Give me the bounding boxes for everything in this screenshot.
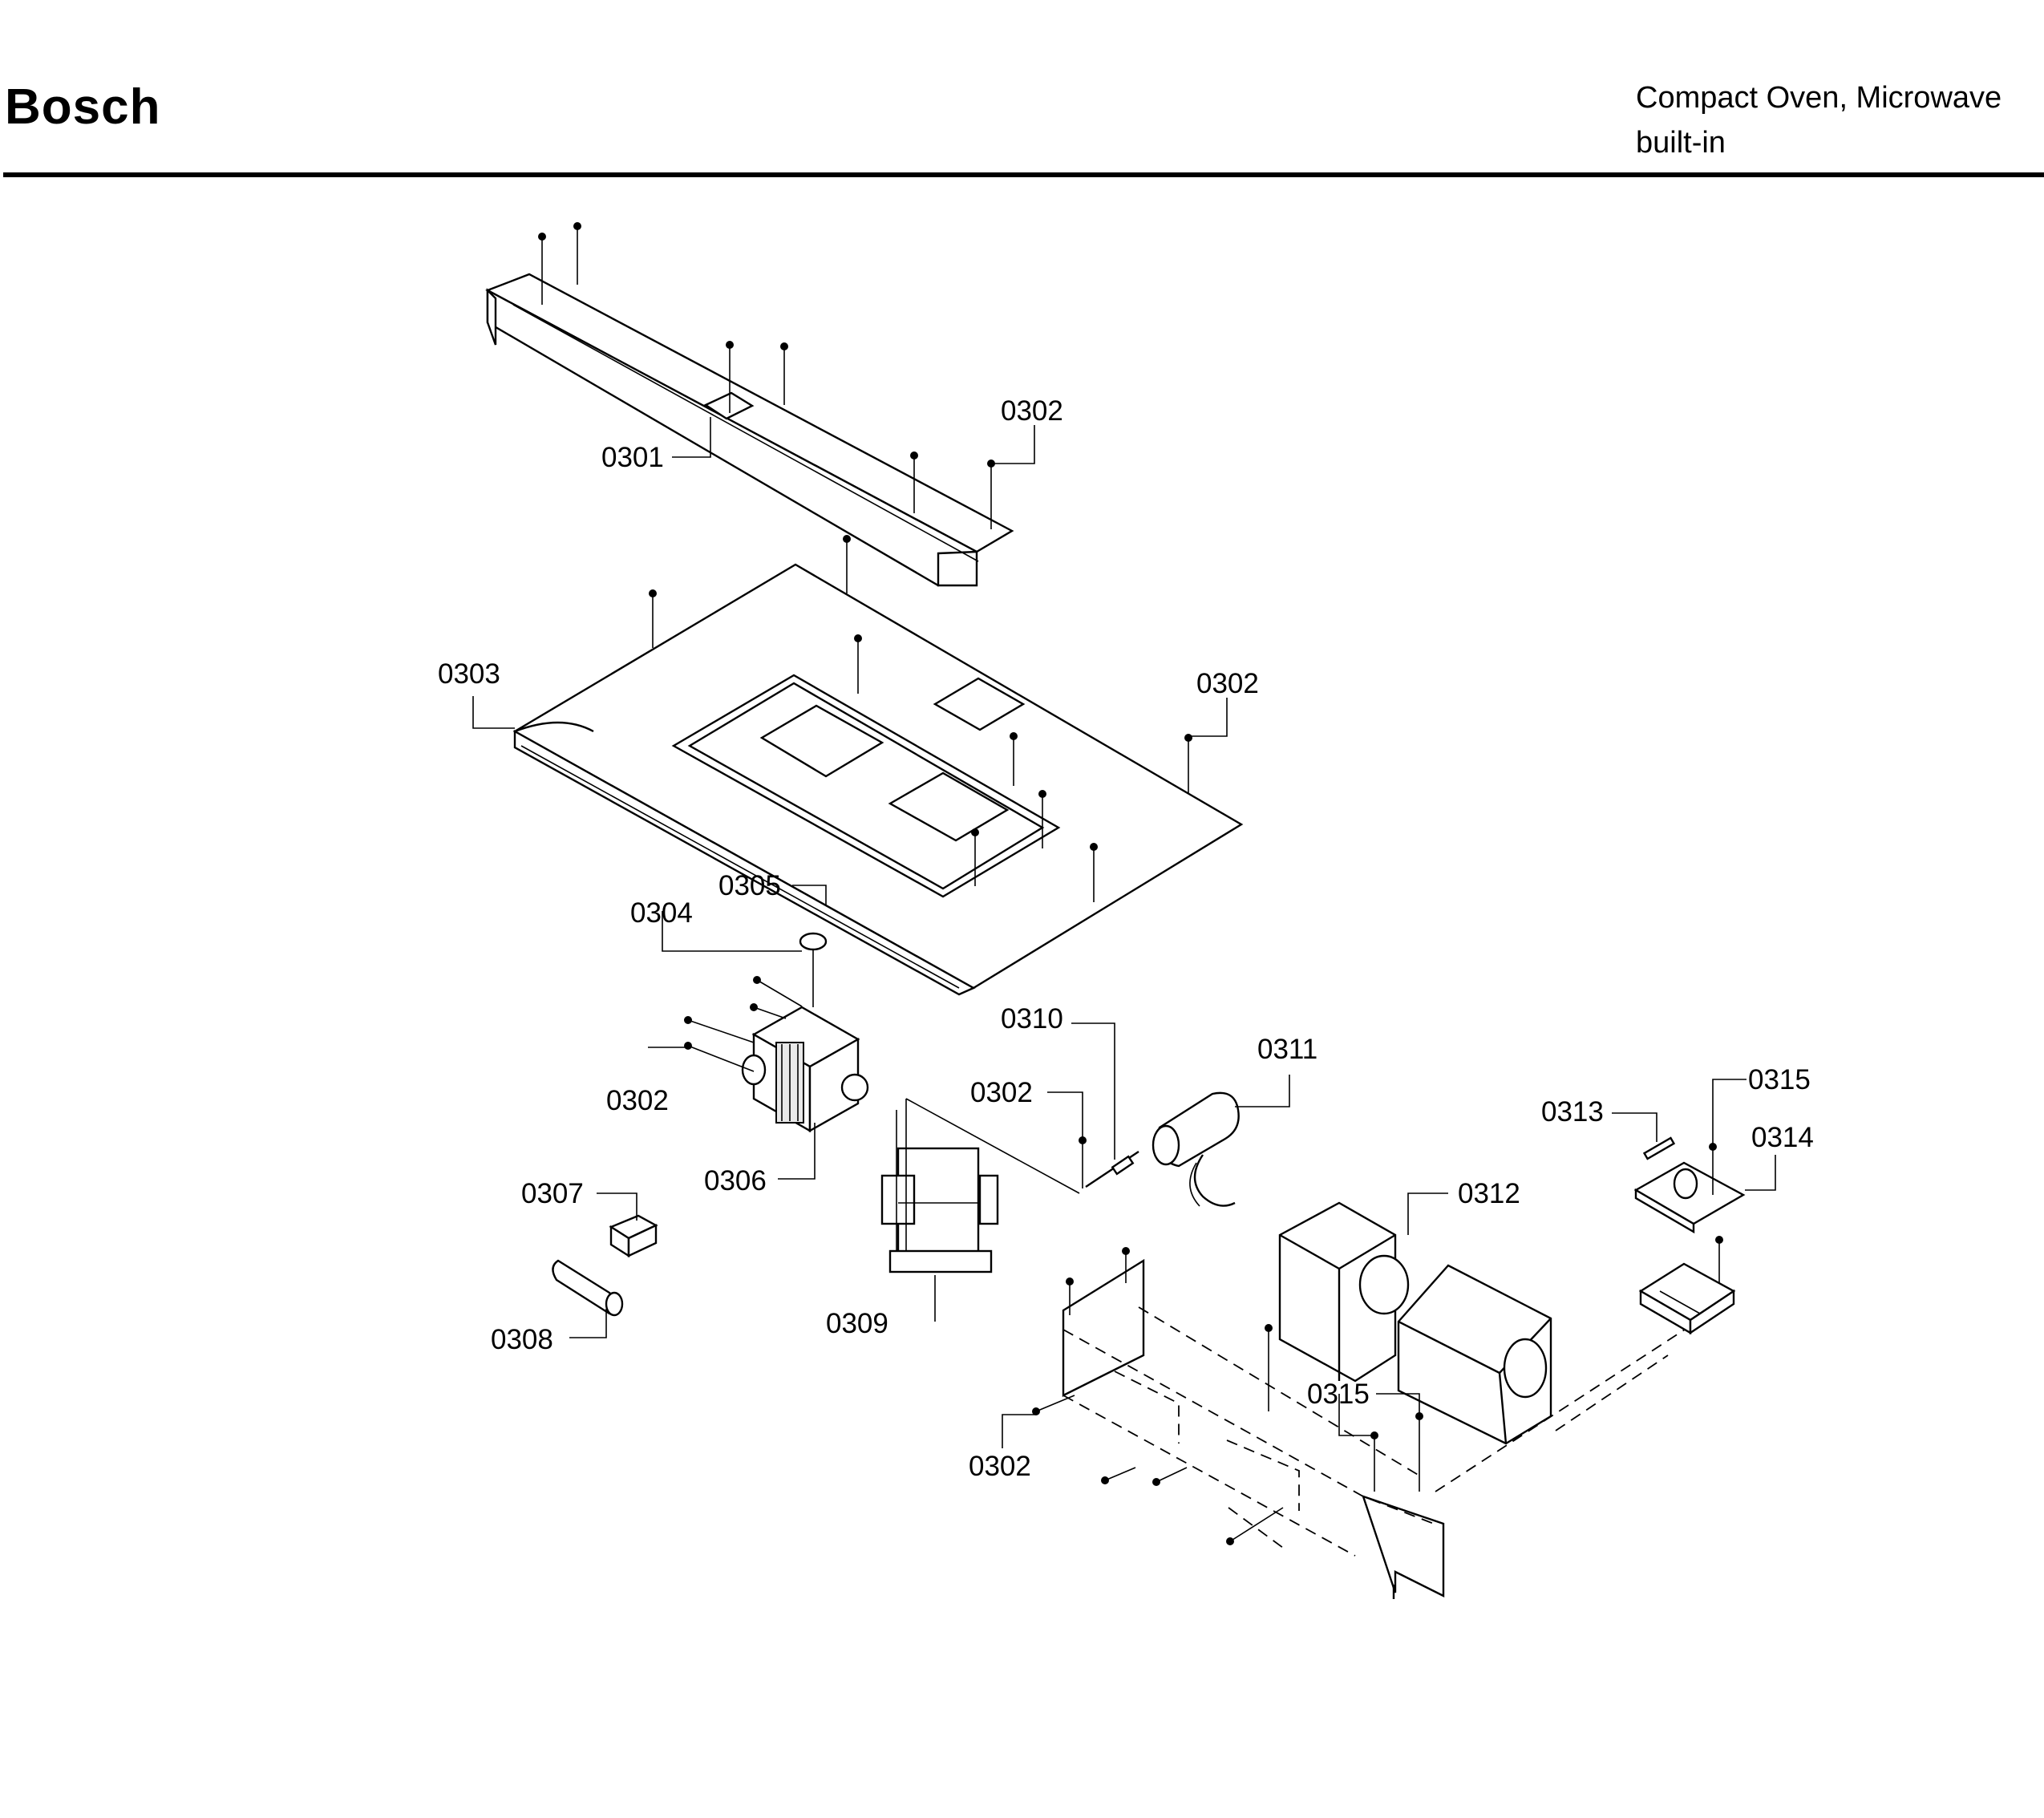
blower-assembly <box>1278 1201 1552 1445</box>
high-voltage-diode <box>1079 1136 1139 1188</box>
product-title: Compact Oven, Microwave built-in <box>1636 75 2002 165</box>
screw-icon <box>854 634 862 694</box>
header-divider <box>3 172 2044 177</box>
callout-0301: 0301 <box>601 442 664 473</box>
screw-icon <box>1715 1236 1723 1283</box>
screw-icon <box>1090 843 1098 902</box>
screw-icon <box>684 1042 755 1072</box>
cylinder-part <box>552 1259 624 1317</box>
callout-0309: 0309 <box>826 1308 888 1339</box>
screw-icon <box>1265 1324 1273 1411</box>
screw-icon <box>910 451 918 513</box>
callout-0315: 0315 <box>1748 1064 1811 1095</box>
magnetron-assembly <box>684 932 869 1133</box>
screw-icon <box>1038 790 1046 848</box>
control-board <box>1633 1136 1746 1335</box>
screw-icon <box>1101 1467 1136 1484</box>
callout-0313: 0313 <box>1541 1096 1604 1128</box>
screw-icon <box>753 976 803 1007</box>
screw-icon <box>538 233 546 305</box>
plate-vent-2 <box>888 771 1010 842</box>
thermal-fuse <box>609 1214 658 1258</box>
callout-0304: 0304 <box>630 897 693 929</box>
callout-0315: 0315 <box>1307 1379 1370 1410</box>
screw-icon <box>1226 1507 1284 1545</box>
callout-0311: 0311 <box>1257 1034 1317 1065</box>
screw-icon <box>684 1016 755 1043</box>
bracket-tab <box>703 391 755 420</box>
screw-icon <box>1032 1395 1075 1415</box>
screw-icon <box>1122 1247 1130 1283</box>
screw-icon <box>780 342 788 405</box>
callout-labels: 0301 0302 0303 0302 0305 0304 0310 0311 … <box>438 395 1814 1482</box>
callout-0302: 0302 <box>1196 668 1259 699</box>
callout-0305: 0305 <box>718 870 781 901</box>
callout-0308: 0308 <box>491 1324 553 1355</box>
product-title-line-1: Compact Oven, Microwave <box>1636 81 2002 115</box>
callout-0302: 0302 <box>970 1077 1033 1108</box>
screw-icon <box>573 222 581 285</box>
callout-0302: 0302 <box>1001 395 1063 427</box>
high-voltage-capacitor <box>1152 1091 1240 1207</box>
top-rail-bracket <box>485 273 1014 587</box>
base-chassis <box>1032 1247 1720 1599</box>
leader-lines <box>472 417 1776 1448</box>
top-cover-plate <box>512 563 1244 996</box>
gasket-ring <box>799 932 828 951</box>
screw-icon <box>750 1003 787 1019</box>
screw-icon <box>843 535 851 593</box>
product-title-line-2: built-in <box>1636 126 1726 160</box>
plate-vent-3 <box>933 677 1026 731</box>
callout-0302: 0302 <box>606 1085 669 1116</box>
screw-icon <box>971 828 979 886</box>
screw-icon <box>1184 734 1192 794</box>
screw-icon <box>1010 732 1018 786</box>
callout-0306: 0306 <box>704 1165 767 1196</box>
callout-0303: 0303 <box>438 658 500 690</box>
brand-logo: Bosch <box>5 79 161 135</box>
screw-icon <box>1079 1136 1087 1188</box>
callout-0314: 0314 <box>1751 1122 1814 1153</box>
fuse-part <box>1642 1136 1676 1160</box>
callout-0310: 0310 <box>1001 1003 1063 1035</box>
callout-0312: 0312 <box>1458 1178 1520 1209</box>
screw-icon <box>1152 1467 1188 1486</box>
screw-icon <box>1370 1431 1378 1492</box>
callout-0307: 0307 <box>521 1178 584 1209</box>
screw-icon <box>726 341 734 413</box>
screw-icon <box>649 589 657 648</box>
screw-icon <box>1415 1412 1423 1492</box>
transformer <box>880 1098 1080 1273</box>
screws <box>538 222 1192 902</box>
plate-vent-1 <box>759 704 884 778</box>
callout-0302: 0302 <box>969 1451 1031 1482</box>
screw-icon <box>1066 1277 1074 1315</box>
